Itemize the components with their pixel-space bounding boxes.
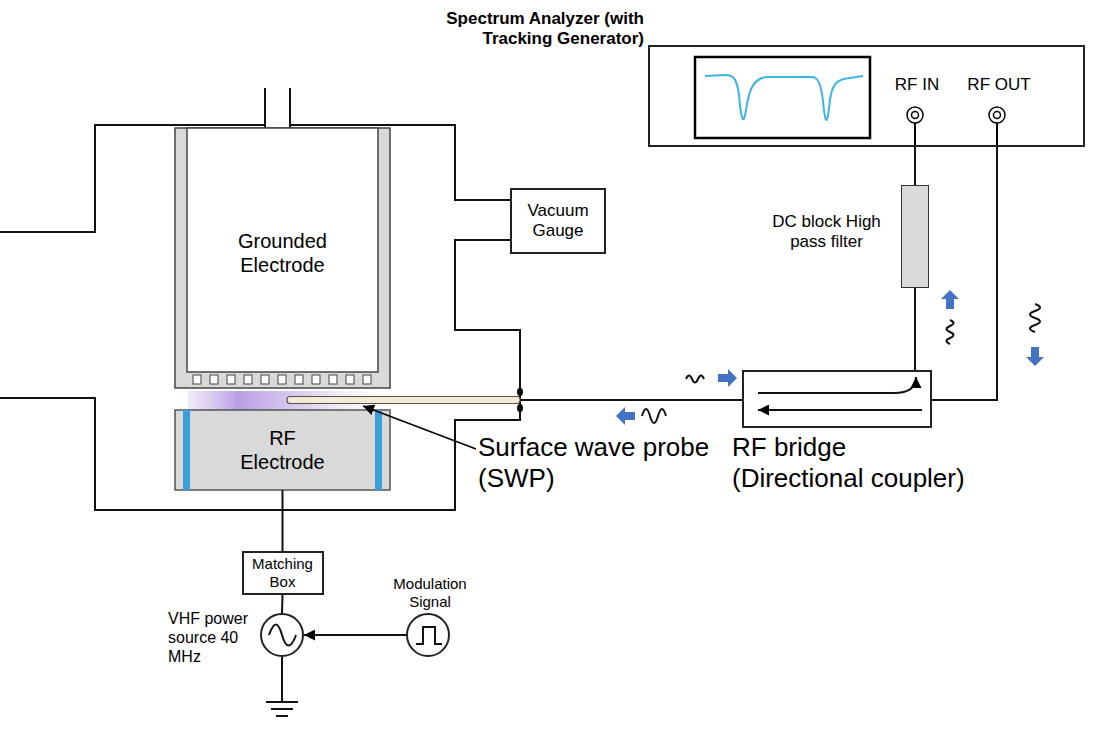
rf-connector: [907, 107, 1005, 147]
connector: [932, 147, 997, 400]
matching-box: Matching Box: [242, 551, 324, 595]
source-label: Modulation Signal: [378, 575, 482, 611]
analyzer-screen: [705, 75, 863, 120]
showerhead-holes: [193, 375, 201, 384]
signal-arrows: [616, 407, 635, 425]
ground-symbol: [266, 702, 298, 716]
wave-symbols: [642, 409, 666, 423]
wave-symbols: [947, 320, 954, 344]
surface-wave-probe: [517, 404, 523, 412]
vhf-power-source: VHF power source 40 MHz: [260, 613, 304, 657]
gauge-label: Vacuum Gauge: [516, 201, 600, 242]
rf-connector: [907, 107, 923, 123]
symbol: [744, 372, 934, 430]
showerhead-holes: [346, 375, 354, 384]
ground-symbol: [281, 657, 283, 702]
analyzer-title: Spectrum Analyzer (with Tracking Generat…: [432, 9, 644, 48]
symbol-stroke: [269, 625, 296, 646]
spectrum-analyzer: Spectrum Analyzer (with Tracking Generat…: [648, 45, 1085, 147]
surface-wave-probe: [517, 388, 523, 396]
probe-cable: [520, 399, 742, 401]
analyzer-screen: [695, 57, 870, 138]
rf-connector: [994, 112, 1001, 119]
showerhead-holes: [244, 375, 252, 384]
leader-line: [363, 406, 476, 449]
showerhead-holes: [278, 375, 286, 384]
electrode-label: RF Electrode: [233, 426, 333, 474]
rf-electrode-body: [375, 410, 382, 490]
showerhead-holes: [363, 375, 371, 384]
symbol-stroke: [416, 627, 442, 644]
symbol-stroke: [758, 409, 922, 411]
rf-bridge: RF bridge (Directional coupler): [742, 370, 932, 428]
surface-wave-probe: [287, 388, 523, 412]
wave-symbols: [1030, 304, 1040, 332]
source-label: VHF power source 40 MHz: [168, 609, 252, 667]
showerhead-holes: [295, 375, 303, 384]
analyzer-screen: [695, 57, 870, 138]
grounded-electrode-frame: [187, 128, 378, 372]
connector: [281, 595, 284, 613]
signal-arrows: [941, 290, 959, 309]
connector: [914, 288, 916, 370]
port-label: RF IN: [887, 75, 947, 95]
symbol: [408, 615, 452, 659]
showerhead-holes: [329, 375, 337, 384]
connector: [282, 490, 284, 551]
showerhead-holes: [227, 375, 235, 384]
signal-arrows: [718, 369, 737, 387]
port-label: RF OUT: [964, 75, 1034, 95]
surface-wave-probe: [287, 397, 520, 404]
wave-symbols: [947, 320, 954, 344]
signal-arrows: [1026, 347, 1044, 366]
showerhead-holes: [261, 375, 269, 384]
connector: [914, 147, 916, 185]
rf-electrode-body: [175, 410, 390, 490]
wave-symbols: [686, 376, 704, 383]
high-pass-filter: DC block High pass filter: [901, 185, 929, 288]
leader-line: [363, 406, 476, 449]
showerhead-holes: [210, 375, 218, 384]
connector: [304, 634, 406, 636]
signal-arrows: [941, 290, 959, 309]
vacuum-gauge: Vacuum Gauge: [510, 188, 606, 254]
filter-label: DC block High pass filter: [759, 212, 894, 253]
grounded-electrode-frame: [175, 128, 390, 388]
callout-label: Surface wave probe (SWP): [478, 432, 723, 494]
box-label: Matching Box: [248, 555, 318, 591]
bridge-label: RF bridge (Directional coupler): [732, 432, 975, 494]
rf-electrode-body: [183, 410, 190, 490]
grounded-electrode-frame: [175, 128, 390, 388]
showerhead-holes: [312, 375, 320, 384]
grounded-electrode: Grounded Electrode: [188, 140, 377, 365]
signal-arrows: [1026, 347, 1044, 366]
modulation-source: Modulation Signal: [406, 613, 450, 657]
rf-connector: [915, 123, 997, 147]
ground-symbol: [266, 657, 298, 716]
rf-electrode-body: [175, 410, 390, 490]
vacuum-chamber: [0, 88, 520, 510]
electrode-label: Grounded Electrode: [228, 229, 338, 277]
wave-symbols: [1030, 304, 1040, 332]
signal-arrows: [616, 407, 635, 425]
probe-cable: [520, 399, 742, 401]
showerhead-holes: [193, 375, 371, 384]
symbol: [262, 615, 306, 659]
signal-arrows: [718, 369, 737, 387]
symbol-stroke: [758, 377, 916, 393]
rf-connector: [989, 107, 1005, 123]
rf-connector: [912, 112, 919, 119]
rf-electrode: RF Electrode: [175, 410, 390, 490]
